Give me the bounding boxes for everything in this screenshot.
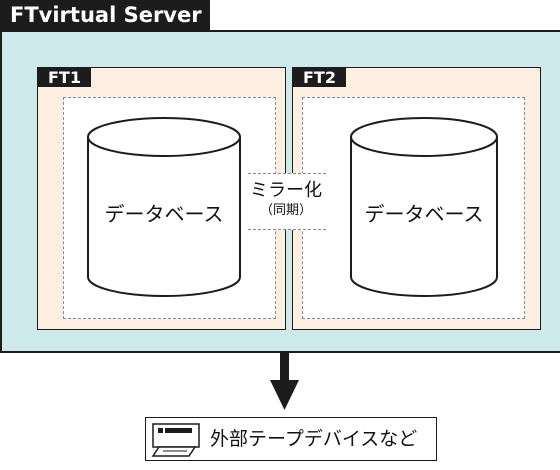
virtual-server-title: FTvirtual Server (0, 0, 210, 30)
ft1-database-cylinder (87, 117, 241, 297)
tape-drive-icon (151, 423, 200, 457)
ft2-database-cylinder (350, 117, 498, 297)
external-device-label: 外部テープデバイスなど (210, 428, 418, 450)
ft2-database-label: データベース (364, 202, 484, 226)
mirror-sublabel: （同期） (259, 203, 312, 218)
ft1-database-label: データベース (104, 202, 224, 226)
mirror-bridge (248, 173, 326, 230)
ft1-node-label: FT1 (38, 68, 91, 87)
ft2-node-label: FT2 (293, 68, 346, 87)
backup-arrow (270, 353, 299, 410)
mirror-label: ミラー化 (250, 180, 322, 201)
